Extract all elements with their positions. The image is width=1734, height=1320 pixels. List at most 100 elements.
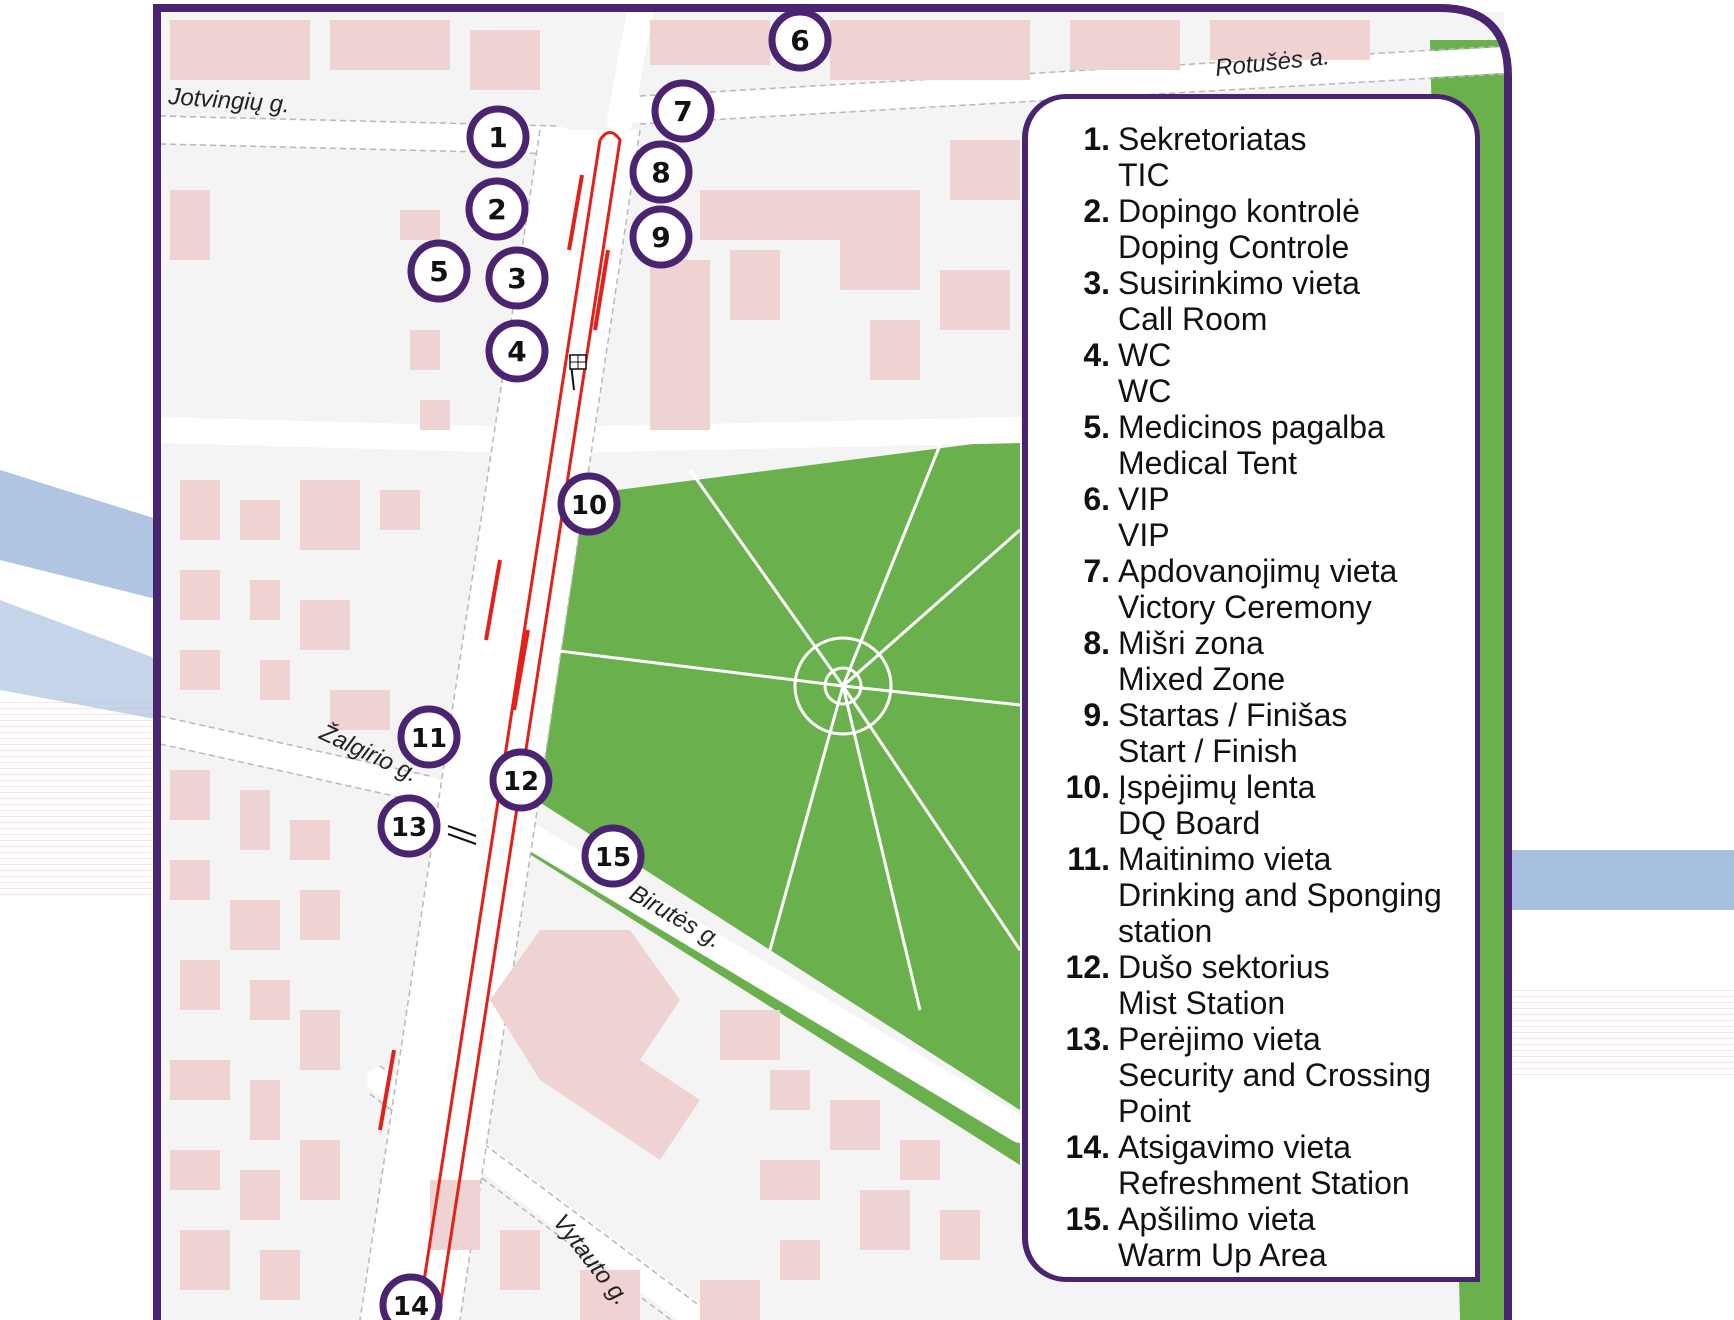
marker-circle xyxy=(581,824,645,888)
legend-number: 15. xyxy=(1065,1201,1110,1237)
marker-label: 15 xyxy=(595,843,631,873)
marker-circle xyxy=(629,140,693,204)
marker-label: 4 xyxy=(507,335,526,368)
marker-circle xyxy=(629,205,693,269)
legend-label-lt: Medicinos pagalba xyxy=(1118,409,1385,445)
marker-12: 12 xyxy=(489,748,553,812)
marker-5: 5 xyxy=(407,239,471,303)
marker-label: 8 xyxy=(651,156,670,189)
marker-label: 2 xyxy=(487,193,506,226)
marker-14: 14 xyxy=(379,1273,443,1320)
marker-1: 1 xyxy=(466,105,530,169)
legend-label-en: Victory Ceremony xyxy=(1118,589,1372,625)
legend-label-en: Security and Crossing xyxy=(1118,1057,1432,1093)
marker-label: 11 xyxy=(411,724,447,754)
legend-number: 9. xyxy=(1083,697,1110,733)
legend-label-en: Refreshment Station xyxy=(1118,1165,1410,1201)
legend-number: 12. xyxy=(1065,949,1110,985)
race-route xyxy=(378,131,622,1320)
park-paths xyxy=(534,444,1022,1011)
legend-label-lt: Perėjimo vieta xyxy=(1118,1021,1321,1057)
marker-8: 8 xyxy=(629,140,693,204)
legend-number: 10. xyxy=(1065,769,1110,805)
legend-number: 2. xyxy=(1083,193,1110,229)
legend-label-lt: Atsigavimo vieta xyxy=(1118,1129,1351,1165)
legend-label-en: Warm Up Area xyxy=(1118,1237,1327,1273)
legend-number: 6. xyxy=(1083,481,1110,517)
legend-label-en: TIC xyxy=(1118,157,1170,193)
marker-label: 5 xyxy=(429,255,448,288)
legend-number: 3. xyxy=(1083,265,1110,301)
legend-label-en: Mist Station xyxy=(1118,985,1286,1021)
legend-label-en: station xyxy=(1118,913,1213,949)
marker-label: 6 xyxy=(790,24,809,57)
legend-number: 11. xyxy=(1067,841,1110,877)
marker-13: 13 xyxy=(377,794,441,858)
legend-label-lt: Dopingo kontrolė xyxy=(1118,193,1360,229)
marker-7: 7 xyxy=(651,79,715,143)
legend-label-lt: Apdovanojimų vieta xyxy=(1118,553,1398,589)
finish-flag-icon xyxy=(569,354,587,391)
legend-label-lt: Startas / Finišas xyxy=(1118,697,1348,733)
marker-4: 4 xyxy=(485,319,549,383)
legend-label-lt: Apšilimo vieta xyxy=(1118,1201,1316,1237)
legend-label-en: WC xyxy=(1118,373,1172,409)
marker-label: 9 xyxy=(651,221,670,254)
map-frame xyxy=(153,4,1512,1320)
marker-circle xyxy=(397,705,461,769)
legend-number: 5. xyxy=(1083,409,1110,445)
marker-15: 15 xyxy=(581,824,645,888)
legend-label-lt: Susirinkimo vieta xyxy=(1118,265,1360,301)
marker-10: 10 xyxy=(557,472,621,536)
legend-number: 13. xyxy=(1065,1021,1110,1057)
background-decoration xyxy=(0,470,1734,1080)
marker-circle xyxy=(377,794,441,858)
legend-label-en: Call Room xyxy=(1118,301,1268,337)
marker-circle xyxy=(768,12,832,72)
legend-label-lt: VIP xyxy=(1118,481,1170,517)
legend-label-en: Point xyxy=(1118,1093,1191,1129)
park-area xyxy=(505,438,1020,1110)
marker-label: 1 xyxy=(488,121,507,154)
marker-label: 12 xyxy=(503,767,539,797)
marker-circle xyxy=(466,105,530,169)
legend-label-en: Doping Controle xyxy=(1118,229,1350,265)
buildings xyxy=(170,20,1370,1320)
legend-label-en: Mixed Zone xyxy=(1118,661,1286,697)
marker-circle xyxy=(379,1273,443,1320)
legend-label-lt: Dušo sektorius xyxy=(1118,949,1330,985)
legend-number: 4. xyxy=(1083,337,1110,373)
marker-label: 3 xyxy=(507,262,526,295)
marker-label: 7 xyxy=(673,95,692,128)
marker-circle xyxy=(485,246,549,310)
marker-label: 10 xyxy=(571,491,607,521)
legend-label-en: Drinking and Sponging xyxy=(1118,877,1442,913)
legend-number: 1. xyxy=(1083,121,1110,157)
legend-label-en: DQ Board xyxy=(1118,805,1261,841)
marker-11: 11 xyxy=(397,705,461,769)
legend-label-en: VIP xyxy=(1118,517,1170,553)
